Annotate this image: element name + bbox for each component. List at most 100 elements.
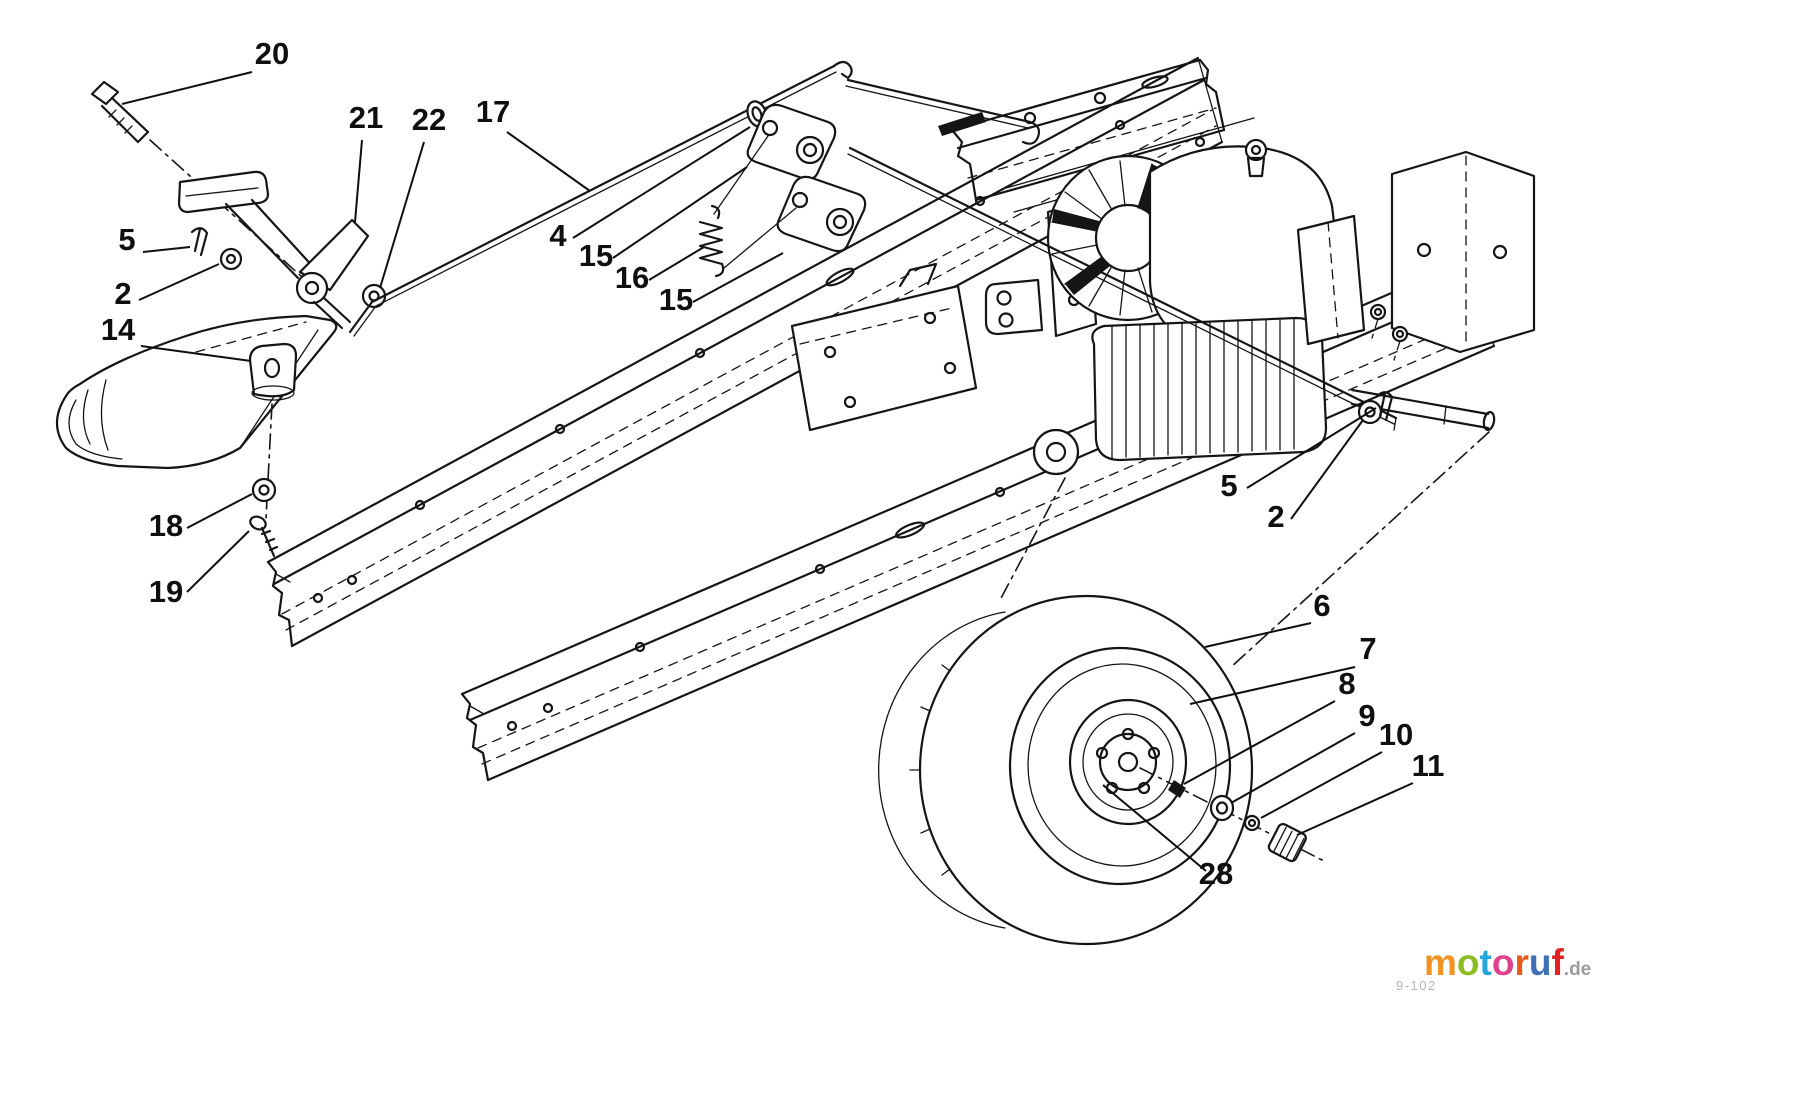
callout-leader-line	[1296, 782, 1414, 836]
callout-leader-line	[506, 131, 591, 192]
callout-28: 28	[1102, 784, 1233, 891]
screw-19	[249, 515, 279, 558]
callout-9: 9	[1230, 698, 1376, 804]
washer-18	[251, 477, 277, 503]
brake-linkage	[348, 60, 1041, 337]
logo-letter: t	[1479, 942, 1492, 983]
footrest-guard	[55, 314, 338, 558]
callout-label: 5	[1220, 468, 1237, 503]
motoruf-logo[interactable]: motoruf.de	[1424, 944, 1591, 981]
callout-leader-line	[1246, 407, 1377, 489]
callout-leader-line	[142, 246, 191, 253]
callout-10: 10	[1260, 717, 1413, 819]
callout-16: 16	[615, 246, 705, 295]
callout-label: 21	[349, 100, 383, 135]
callout-leader-line	[138, 263, 220, 301]
logo-letter: r	[1514, 942, 1529, 983]
callout-leader-line	[186, 530, 250, 593]
logo-letter: o	[1491, 942, 1515, 983]
logo-suffix: .de	[1563, 959, 1592, 980]
brake-pedal	[177, 170, 387, 330]
callout-leader-line	[1102, 784, 1207, 872]
callout-5: 5	[1220, 407, 1377, 503]
callout-label: 18	[149, 508, 183, 543]
callout-20: 20	[121, 36, 289, 105]
callout-22: 22	[379, 102, 446, 289]
logo-letter: u	[1528, 942, 1552, 983]
callout-label: 15	[659, 282, 693, 317]
callout-leader-line	[140, 345, 252, 362]
rear-wheel	[878, 594, 1254, 946]
washer-left	[219, 247, 243, 271]
callout-label: 19	[149, 574, 183, 609]
callout-leader-line	[1290, 419, 1364, 520]
callout-label: 28	[1199, 856, 1233, 891]
callout-leader-line	[1189, 666, 1356, 705]
callout-15: 15	[579, 166, 748, 273]
logo-letter: m	[1424, 942, 1457, 983]
cam-plate-lower-15	[776, 175, 867, 253]
callout-leader-line	[692, 252, 784, 303]
tension-spring-16	[698, 135, 797, 278]
callout-leader-line	[1183, 700, 1336, 785]
logo-letter: f	[1551, 942, 1564, 983]
callout-label: 22	[412, 102, 446, 137]
cotter-pin-right	[1375, 391, 1394, 422]
callout-leader-line	[379, 141, 425, 289]
callout-2: 2	[1267, 419, 1364, 534]
callout-leader-line	[121, 71, 253, 105]
logo-letter: o	[1456, 942, 1480, 983]
frame-rail-upper	[266, 56, 1224, 648]
axle-key-8	[1168, 780, 1186, 798]
callout-21: 21	[349, 100, 383, 223]
axle-hardware	[1139, 767, 1327, 863]
callout-leader-line	[1204, 622, 1312, 648]
callout-label: 2	[114, 276, 131, 311]
callout-18: 18	[149, 493, 253, 543]
callout-label: 11	[1412, 748, 1445, 783]
callout-label: 16	[615, 260, 649, 295]
callout-5: 5	[118, 222, 191, 257]
callout-leader-line	[354, 139, 363, 223]
assembly-axis-lines	[999, 431, 1490, 669]
callout-leader-line	[612, 166, 748, 259]
callout-leader-line	[648, 246, 705, 281]
frame-center-plate	[790, 262, 978, 432]
callout-label: 7	[1359, 631, 1376, 666]
callout-leader-line	[1230, 732, 1356, 804]
cam-plate-upper-15	[746, 103, 837, 181]
callout-label: 2	[1267, 499, 1284, 534]
callout-label: 8	[1338, 666, 1355, 701]
callout-7: 7	[1189, 631, 1377, 705]
callout-leader-line	[572, 126, 751, 239]
rear-brake-rod	[847, 146, 1398, 431]
callout-label: 20	[255, 36, 289, 71]
page-code-fragment: 9-102	[1396, 978, 1437, 993]
callout-11: 11	[1296, 748, 1445, 836]
callout-15: 15	[659, 252, 784, 317]
frame-rear-bracket	[1390, 150, 1536, 354]
nut-10	[1243, 814, 1261, 832]
wheel-hub	[1095, 727, 1161, 795]
callout-6: 6	[1204, 588, 1331, 648]
callout-leader-line	[1260, 751, 1383, 819]
callout-leader-line	[186, 493, 253, 529]
washer-9	[1209, 794, 1235, 822]
cap-11	[1267, 823, 1307, 863]
cotter-pin-left	[190, 227, 209, 257]
callout-label: 9	[1358, 698, 1375, 733]
callout-label: 4	[549, 218, 567, 253]
callout-2: 2	[114, 263, 220, 311]
logo-wordmark: motoruf	[1424, 942, 1564, 983]
transaxle	[984, 138, 1496, 476]
callout-label: 17	[476, 94, 510, 129]
callout-8: 8	[1183, 666, 1356, 785]
callout-label: 5	[118, 222, 135, 257]
callout-label: 14	[101, 312, 136, 347]
callout-label: 15	[579, 238, 613, 273]
callout-19: 19	[149, 530, 250, 609]
pivot-bolt	[90, 80, 313, 287]
